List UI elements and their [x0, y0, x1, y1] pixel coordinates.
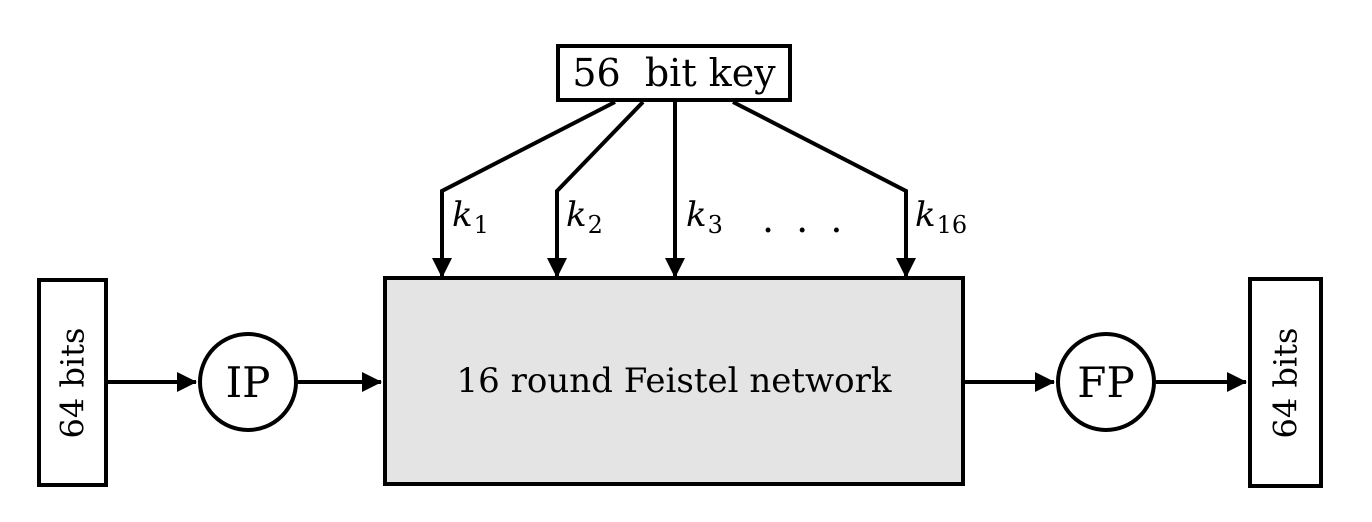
input-bits-box: 64 bits [37, 278, 108, 487]
output-bits-box: 64 bits [1248, 277, 1323, 488]
round-key-base: k [452, 195, 473, 235]
round-keys-ellipsis: . . . [762, 197, 848, 241]
key-arrow-k16 [732, 100, 916, 278]
output-bits-label: 64 bits [1266, 327, 1305, 438]
key-box: 56 bit key [556, 44, 792, 102]
round-key-label-16: k16 [915, 195, 967, 237]
round-key-label-2: k2 [566, 195, 603, 237]
round-key-base: k [915, 195, 936, 235]
round-key-subscript: 2 [587, 211, 603, 239]
round-key-label-1: k1 [452, 195, 489, 237]
feistel-box: 16 round Feistel network [383, 276, 965, 486]
fp-node: FP [1056, 332, 1156, 432]
key-box-label: 56 bit key [572, 51, 776, 95]
feistel-box-label: 16 round Feistel network [456, 361, 892, 401]
key-arrow-k2 [547, 100, 645, 278]
round-key-subscript: 1 [473, 211, 489, 239]
fp-node-label: FP [1077, 357, 1135, 407]
round-key-base: k [686, 195, 707, 235]
round-key-label-3: k3 [686, 195, 723, 237]
ip-node-label: IP [225, 357, 271, 407]
input-bits-label: 64 bits [53, 327, 92, 438]
key-arrow-k1 [432, 100, 616, 278]
ip-node: IP [198, 332, 298, 432]
round-key-subscript: 16 [936, 211, 968, 239]
round-key-subscript: 3 [707, 211, 723, 239]
round-key-base: k [566, 195, 587, 235]
